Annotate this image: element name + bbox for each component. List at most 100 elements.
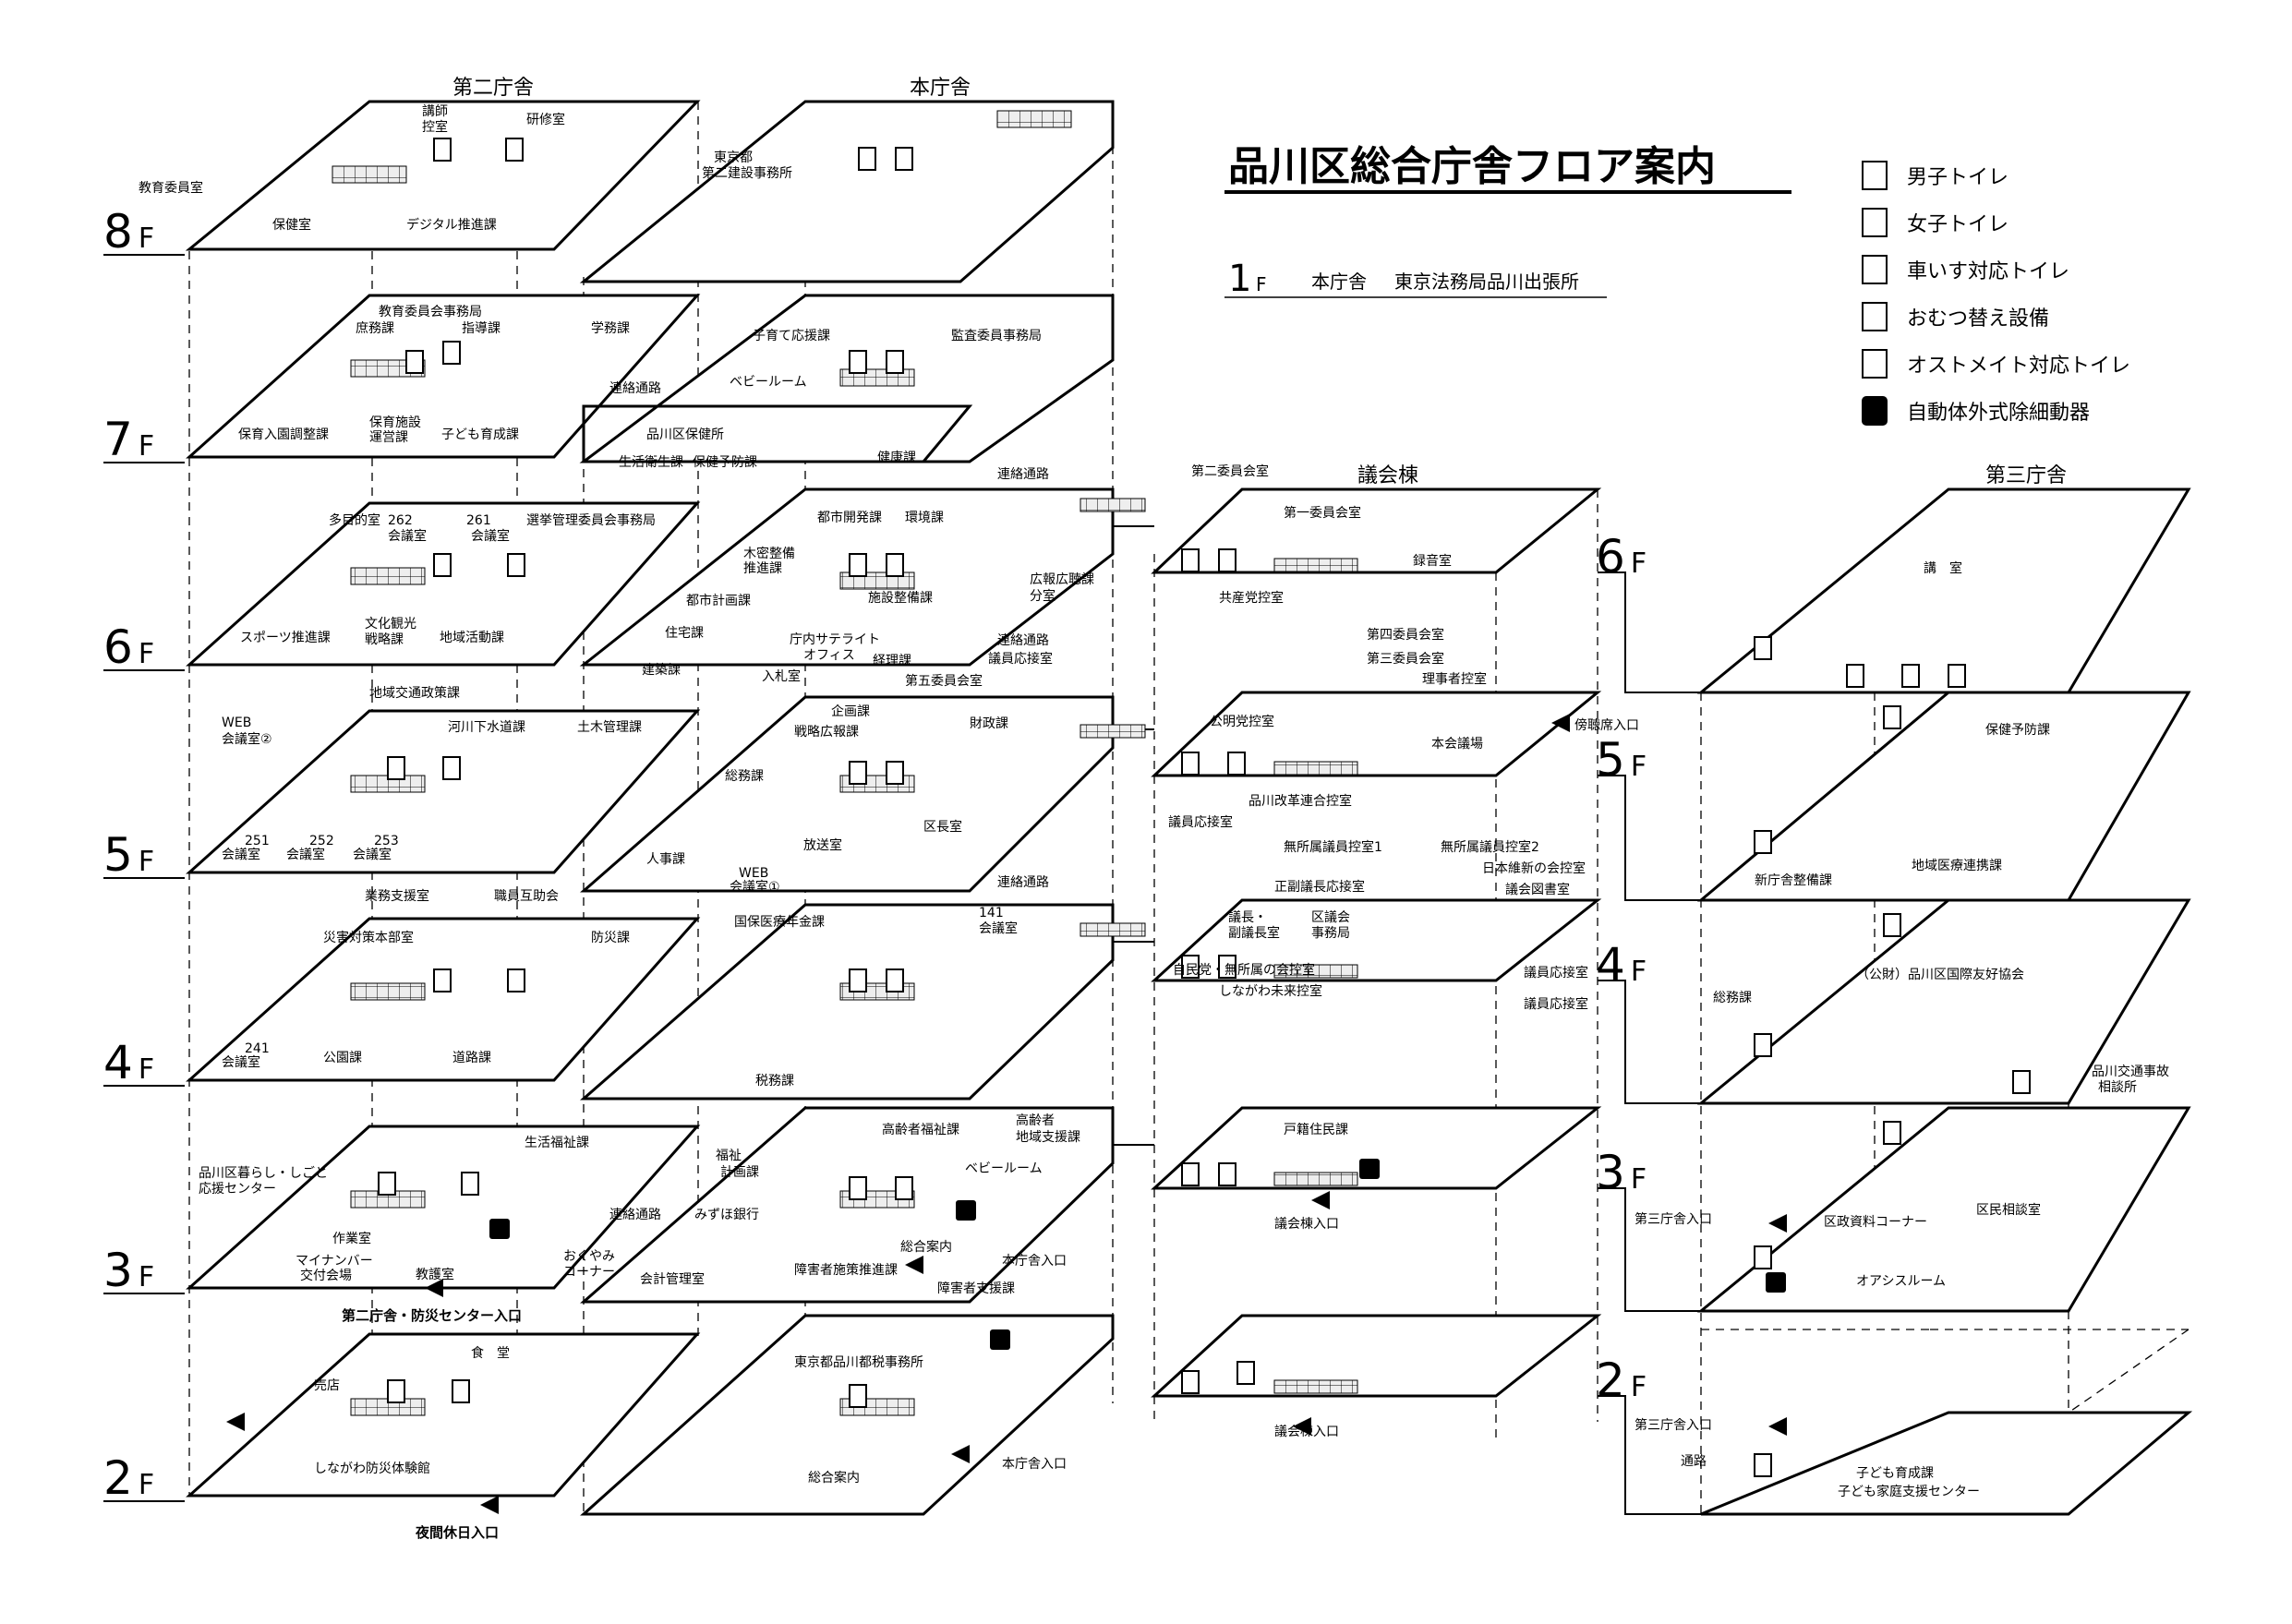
room-label: 第二委員会室	[1191, 463, 1269, 479]
room-label: 地域支援課	[1016, 1130, 1080, 1145]
room-label: 職員互助会	[494, 889, 559, 904]
room-label: 作業室	[332, 1231, 371, 1246]
slab-second-5f	[186, 709, 701, 874]
slab-third-6f	[1696, 487, 2191, 694]
room-label: 第三庁舎入口	[1635, 1211, 1712, 1227]
room-label: 141	[979, 906, 1004, 920]
legend-label: おむつ替え設備	[1907, 307, 2049, 331]
room-label: 都市開発課	[817, 510, 882, 525]
room-label: WEB	[739, 866, 768, 881]
room-label: 保育入園調整課	[238, 427, 329, 442]
legend-item: 女子トイレ	[1862, 208, 2009, 237]
room-label: 会議室	[286, 847, 325, 862]
room-label: 推進課	[743, 561, 782, 576]
room-label: 議員応接室	[988, 651, 1053, 667]
svg-text:3F: 3F	[103, 1244, 154, 1297]
svg-text:4F: 4F	[103, 1036, 154, 1089]
building-council: 議会棟	[1357, 464, 1418, 487]
legend-item: 自動体外式除細動器	[1862, 396, 2090, 426]
room-label: 庁内サテライト	[790, 632, 880, 647]
rooms-s4: 災害対策本部室防災課241会議室公園課道路課	[222, 930, 630, 1070]
aed-icon	[1862, 396, 1888, 426]
rooms-s5: 地域交通政策課WEB会議室②河川下水道課土木管理課251会議室252会議室253…	[222, 685, 642, 904]
room-label: 総合案内	[808, 1470, 860, 1486]
room-label: 木密整備	[743, 546, 795, 561]
room-label: 学務課	[591, 321, 630, 336]
room-label: 連絡通路	[997, 633, 1049, 648]
rooms-s3: 生活福祉課品川区暮らし・しごと応援センター作業室マイナンバー交付会場教護室	[199, 1136, 589, 1283]
floor-unit: F	[139, 638, 154, 670]
slab-second-3f	[186, 1125, 701, 1290]
room-label: 区長室	[923, 819, 962, 835]
room-label: 第五委員会室	[905, 673, 983, 689]
floor-number: 6	[103, 620, 133, 674]
entrance-night: 夜間休日入口	[415, 1524, 499, 1541]
ostomate-toilet-icon	[1862, 349, 1888, 379]
room-label: 本庁舎入口	[1002, 1457, 1067, 1472]
room-label: 日本維新の会控室	[1482, 860, 1586, 876]
building-main: 本庁舎	[910, 77, 971, 100]
floor-number: 4	[103, 1036, 133, 1089]
room-label: 連絡通路	[997, 467, 1049, 482]
floor-number: 5	[103, 828, 133, 882]
svg-text:5F: 5F	[103, 828, 154, 882]
building-second: 第二庁舎	[452, 77, 534, 100]
floor-number: 3	[103, 1244, 133, 1297]
slab-main-8f	[579, 100, 1115, 283]
slab-council-5f	[1151, 691, 1602, 777]
room-label: しながわ防災体験館	[314, 1461, 430, 1476]
room-label: 高齢者	[1016, 1113, 1055, 1128]
room-label: 連絡通路	[609, 381, 661, 396]
room-label: 障害者施策推進課	[794, 1262, 898, 1278]
room-label: 住宅課	[665, 626, 704, 641]
room-label: 河川下水道課	[448, 720, 525, 735]
room-label: 区民相談室	[1976, 1202, 2041, 1218]
room-label: 録音室	[1413, 553, 1452, 569]
room-label: 道路課	[452, 1051, 491, 1065]
slab-main-5f	[580, 695, 1115, 893]
rooms-s8: 講師控室研修室教育委員室保健室デジタル推進課	[139, 104, 565, 233]
slab-second-7f	[186, 294, 701, 459]
rooms-m7: 子育て応援課監査委員事務局連絡通路ベビールーム品川区保健所生活衛生課保健予防課健…	[609, 328, 1042, 470]
room-label: 多目的室	[329, 512, 380, 528]
room-label: 税務課	[755, 1074, 794, 1089]
room-label: 教育委員室	[139, 180, 203, 196]
slab-third-4f	[1696, 898, 2191, 1105]
room-label: 戸籍住民課	[1284, 1122, 1348, 1137]
legend-item: おむつ替え設備	[1862, 302, 2049, 331]
slab-third-3f	[1696, 1106, 2191, 1313]
room-label: 共産党控室	[1219, 590, 1284, 606]
room-label: 戦略課	[365, 632, 404, 647]
room-label: 理事者控室	[1422, 671, 1487, 687]
room-label: 無所属議員控室2	[1441, 839, 1539, 855]
svg-text:2F: 2F	[1596, 1353, 1647, 1407]
room-label: 障害者支援課	[937, 1281, 1015, 1296]
legend-label: 男子トイレ	[1907, 166, 2009, 189]
room-label: 企画課	[831, 704, 870, 719]
room-label: 分室	[1030, 588, 1056, 604]
svg-text:5F: 5F	[1596, 733, 1647, 787]
room-label: 地域活動課	[440, 631, 504, 645]
svg-text:2F: 2F	[103, 1451, 154, 1505]
room-label: 災害対策本部室	[323, 930, 414, 945]
svg-text:6F: 6F	[1596, 530, 1647, 583]
room-label: マイナンバー	[296, 1254, 373, 1269]
room-label: 研修室	[526, 112, 565, 127]
room-label: 議員応接室	[1524, 996, 1588, 1012]
svg-text:4F: 4F	[1596, 938, 1647, 992]
legend-label: 自動体外式除細動器	[1907, 402, 2090, 425]
room-label: 土木管理課	[577, 720, 642, 735]
room-label: 会議室	[222, 1054, 260, 1070]
room-label: コーナー	[563, 1265, 615, 1280]
